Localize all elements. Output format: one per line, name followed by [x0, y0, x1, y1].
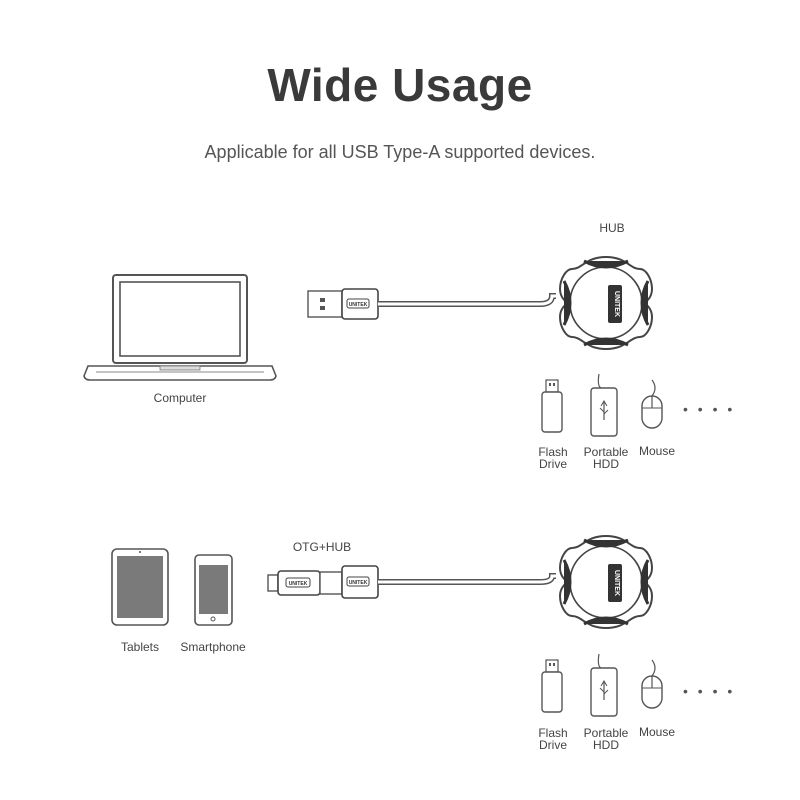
portable-hdd-icon-bottom	[590, 653, 618, 717]
page-title: Wide Usage	[267, 59, 533, 111]
device-label-mouse-top: Mouse	[638, 444, 676, 458]
svg-text:UNITEK: UNITEK	[349, 302, 368, 308]
svg-text:UNITEK: UNITEK	[613, 291, 620, 317]
tablets-label: Tablets	[120, 640, 160, 654]
more-devices-bottom: • • • •	[683, 683, 736, 699]
hub-label-top: HUB	[599, 221, 625, 235]
svg-text:UNITEK: UNITEK	[349, 580, 368, 586]
portable-hdd-icon-top	[590, 373, 618, 437]
flash-drive-icon-top	[541, 379, 563, 433]
mouse-icon-bottom	[641, 659, 663, 709]
hub-icon-bottom: UNITEK	[558, 534, 654, 630]
device-label-mouse-bottom: Mouse	[638, 725, 676, 739]
hub-icon-top: UNITEK	[558, 255, 654, 351]
otg-adapter-plug: UNITEK UNITEK	[267, 565, 379, 599]
svg-text:UNITEK: UNITEK	[289, 581, 308, 587]
smartphone-icon	[194, 554, 233, 626]
otg-hub-label: OTG+HUB	[292, 540, 352, 554]
computer-label: Computer	[153, 391, 207, 405]
smartphone-label: Smartphone	[180, 640, 246, 654]
flash-drive-icon-bottom	[541, 659, 563, 713]
mouse-icon-top	[641, 379, 663, 429]
laptop-icon	[83, 274, 277, 381]
usb-a-plug-top: UNITEK	[307, 288, 379, 320]
svg-text:UNITEK: UNITEK	[613, 570, 620, 596]
more-devices-top: • • • •	[683, 401, 736, 417]
page-subtitle: Applicable for all USB Type-A supported …	[204, 142, 596, 162]
tablet-icon	[111, 548, 169, 626]
